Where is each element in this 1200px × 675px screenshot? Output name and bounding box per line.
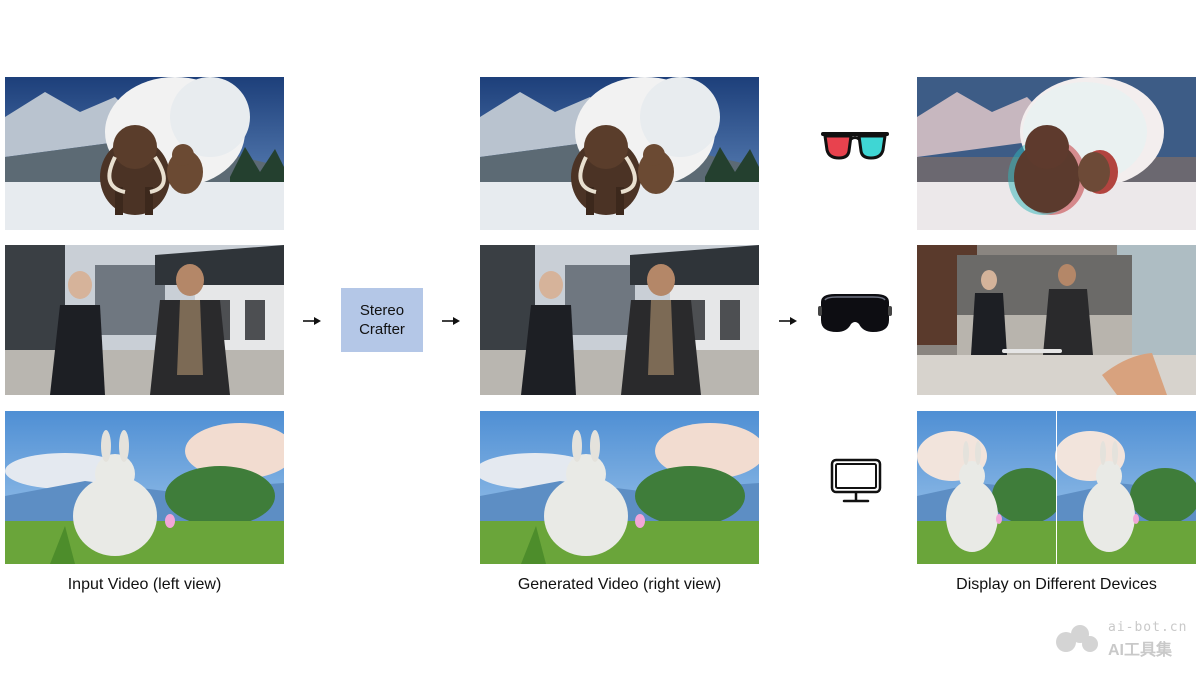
anaglyph-glasses-icon (821, 131, 889, 161)
generated-frame-rabbit (480, 411, 759, 564)
display-frame-anaglyph (917, 77, 1196, 230)
input-video-label: Input Video (left view) (67, 576, 222, 593)
model-name-line1: Stereo (359, 302, 405, 319)
generated-frame-mammoths (480, 77, 759, 230)
display-frame-side-by-side (917, 411, 1196, 564)
arrow-to-devices-icon (779, 316, 797, 326)
generated-video-label: Generated Video (right view) (517, 576, 722, 593)
vr-headset-icon (817, 292, 893, 334)
stereo-crafter-box: Stereo Crafter (341, 288, 423, 352)
display-devices-label: Display on Different Devices (956, 576, 1157, 593)
watermark-logo-icon (1056, 625, 1098, 652)
watermark-brand: AI工具集 (1108, 642, 1173, 659)
watermark-domain: ai-bot.cn (1108, 620, 1188, 635)
watermark: ai-bot.cn AI工具集 (1052, 620, 1192, 660)
monitor-icon (830, 458, 882, 504)
arrow-to-model-icon (303, 316, 321, 326)
arrow-to-generated-icon (442, 316, 460, 326)
input-frame-two-men (5, 245, 284, 395)
input-frame-mammoths (5, 77, 284, 230)
display-frame-vr (917, 245, 1196, 395)
model-name-line2: Crafter (359, 321, 405, 338)
input-frame-rabbit (5, 411, 284, 564)
generated-frame-two-men (480, 245, 759, 395)
